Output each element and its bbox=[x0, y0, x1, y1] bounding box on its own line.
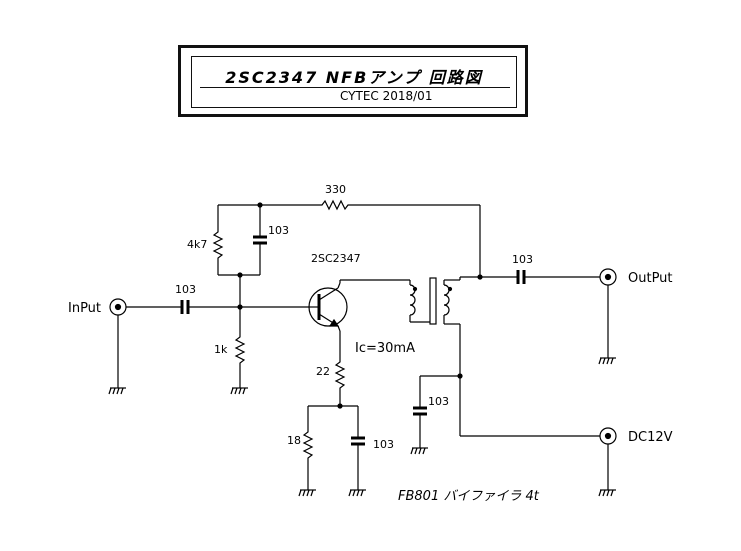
bias-capacitor-icon bbox=[253, 235, 267, 245]
label-emitter-cap: 103 bbox=[373, 438, 394, 451]
label-power-port: DC12V bbox=[628, 430, 673, 445]
output-capacitor-icon bbox=[516, 270, 526, 284]
ground-icon bbox=[108, 387, 126, 395]
label-input-cap: 103 bbox=[175, 283, 196, 296]
label-output-port: OutPut bbox=[628, 271, 673, 286]
title-rule bbox=[200, 87, 510, 88]
resistor-22-icon bbox=[334, 357, 346, 406]
label-transformer: FB801 バイファイラ 4t bbox=[398, 489, 540, 504]
ground-icon bbox=[410, 447, 428, 455]
input-capacitor-icon bbox=[180, 300, 190, 314]
label-supply-cap: 103 bbox=[428, 395, 449, 408]
resistor-18-icon bbox=[302, 428, 314, 490]
resistor-4k7-icon bbox=[212, 228, 224, 275]
diagram-title: 2SC2347 NFBアンプ 回路図 bbox=[225, 68, 483, 87]
ground-icon bbox=[598, 489, 616, 497]
label-feedback-resistor: 330 bbox=[325, 183, 346, 196]
transistor-icon bbox=[308, 282, 348, 332]
resistor-330-icon bbox=[318, 199, 480, 211]
label-bias-cap-top: 103 bbox=[268, 224, 289, 237]
diagram-subtitle: CYTEC 2018/01 bbox=[340, 89, 433, 103]
label-transistor: 2SC2347 bbox=[311, 252, 361, 265]
supply-capacitor-icon bbox=[413, 406, 427, 416]
label-emitter-resistor-2: 18 bbox=[287, 434, 301, 447]
label-emitter-resistor: 22 bbox=[316, 365, 330, 378]
ground-icon bbox=[298, 489, 316, 497]
title-inner-box bbox=[191, 56, 517, 108]
label-collector-current: Ic=30mA bbox=[355, 341, 415, 356]
label-bias-resistor-top: 4k7 bbox=[187, 238, 207, 251]
emitter-capacitor-icon bbox=[351, 436, 365, 446]
ground-icon bbox=[598, 357, 616, 365]
label-bias-resistor-bottom: 1k bbox=[214, 343, 228, 356]
resistor-1k-icon bbox=[234, 330, 246, 388]
label-output-cap: 103 bbox=[512, 253, 533, 266]
ground-icon bbox=[230, 387, 248, 395]
transformer-icon bbox=[409, 277, 460, 325]
label-input-port: InPut bbox=[68, 301, 101, 316]
title-box bbox=[178, 45, 528, 117]
ground-icon bbox=[348, 489, 366, 497]
